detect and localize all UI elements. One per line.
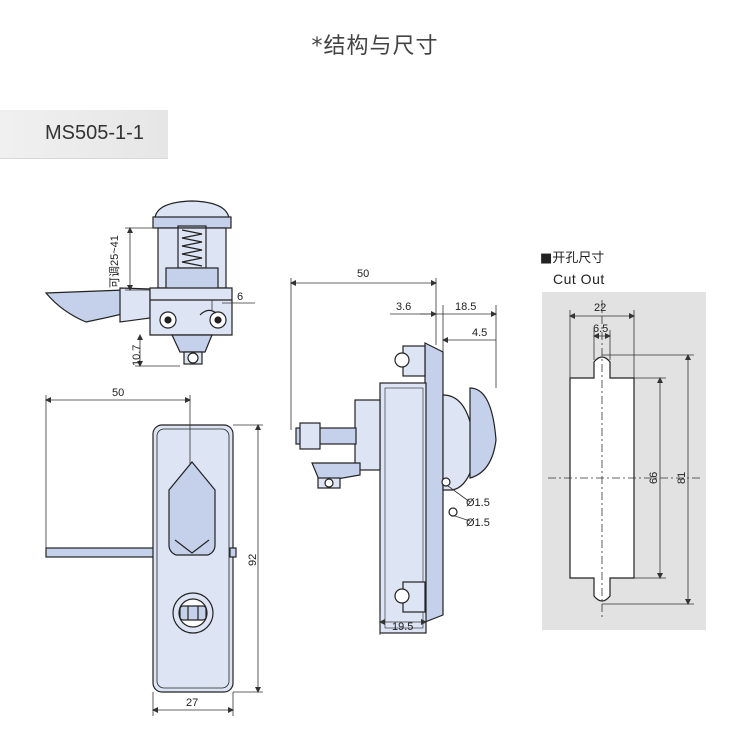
dim-cut-66: 66 xyxy=(648,472,660,484)
cutout-title: ■开孔尺寸 xyxy=(540,251,605,266)
dim-92: 92 xyxy=(247,554,259,566)
dim-cut-6-5: 6.5 xyxy=(593,323,608,335)
dim-side-50: 50 xyxy=(357,268,369,280)
dim-cut-81: 81 xyxy=(676,472,688,484)
model-tab xyxy=(0,110,168,159)
side-view xyxy=(295,342,497,634)
dim-10-7: 10.7 xyxy=(131,345,143,366)
dim-dia-2: Ø1.5 xyxy=(466,517,490,529)
lock-assembly-view xyxy=(44,200,233,365)
dim-dia-1: Ø1.5 xyxy=(466,497,490,509)
dim-19-5: 19.5 xyxy=(392,621,413,633)
dim-27: 27 xyxy=(186,697,198,709)
dim-adjust: 可调25~41 xyxy=(108,235,121,288)
front-view xyxy=(45,424,237,693)
dim-cut-22: 22 xyxy=(594,302,606,314)
section-title: *结构与尺寸 xyxy=(311,34,439,59)
dim-4-5: 4.5 xyxy=(472,327,487,339)
dim-front-50: 50 xyxy=(112,387,124,399)
model-label: MS505-1-1 xyxy=(45,122,144,144)
dim-18-5: 18.5 xyxy=(455,301,476,313)
dim-3-6: 3.6 xyxy=(396,301,411,313)
cutout-subtitle: Cut Out xyxy=(553,271,605,287)
dim-6: 6 xyxy=(237,291,243,303)
